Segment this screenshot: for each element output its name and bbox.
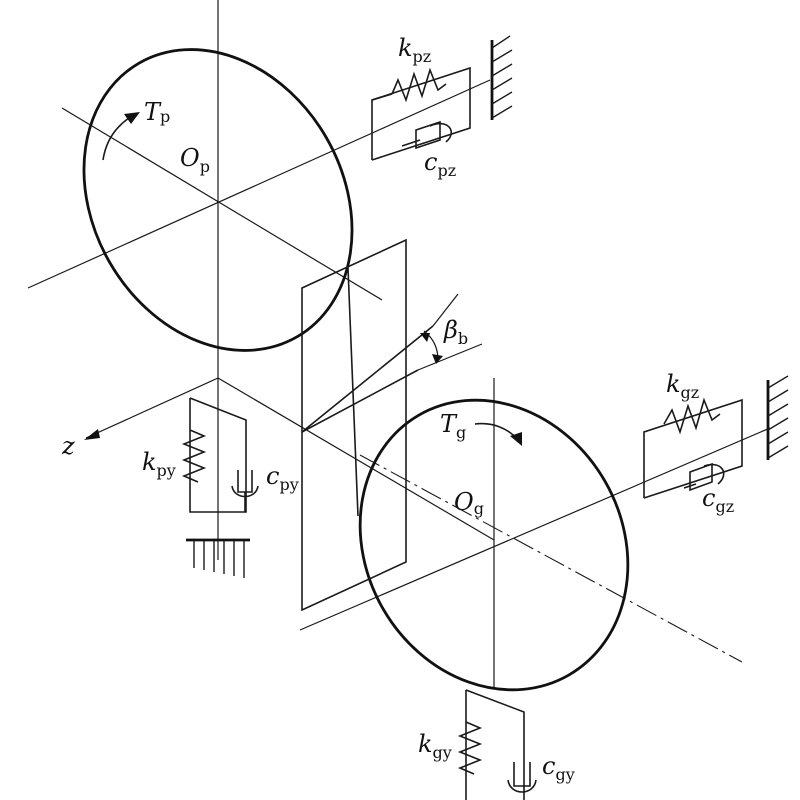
label-Op: Op — [180, 144, 210, 176]
torque-arrow-pinion — [102, 112, 140, 161]
label-Tg: Tg — [440, 410, 466, 442]
label-cpy: cpy — [266, 462, 299, 494]
svg-text:cgz: cgz — [702, 484, 734, 516]
helix-line-upper — [301, 325, 434, 433]
gear-disk — [358, 398, 630, 692]
svg-text:kgz: kgz — [666, 370, 699, 402]
z-axis — [84, 377, 495, 541]
svg-text:kgy: kgy — [418, 730, 452, 762]
label-z: z — [61, 432, 75, 460]
label-kpz: kpz — [398, 34, 431, 66]
svg-text:cpz: cpz — [424, 148, 456, 180]
gear-shaft-axis — [299, 427, 771, 631]
contact-line — [347, 267, 359, 517]
svg-text:βb: βb — [443, 316, 468, 348]
pinion-transverse-support — [181, 397, 259, 578]
label-cgy: cgy — [542, 752, 575, 784]
svg-text:kpy: kpy — [142, 448, 176, 480]
svg-text:z: z — [61, 432, 75, 460]
label-cgz: cgz — [702, 484, 734, 516]
svg-text:cgy: cgy — [542, 752, 575, 784]
gear-transverse-support — [457, 689, 537, 800]
gear-axes — [299, 378, 771, 688]
svg-text:cpy: cpy — [266, 462, 299, 494]
svg-text:kpz: kpz — [398, 34, 431, 66]
label-kpy: kpy — [142, 448, 176, 480]
torque-arrow-gear — [474, 422, 522, 446]
label-Og: Og — [454, 488, 484, 518]
label-beta-b: βb — [443, 316, 468, 348]
label-cpz: cpz — [424, 148, 456, 180]
pinion-axial-support — [371, 35, 513, 161]
helix-line-lower — [301, 369, 419, 433]
pinion-disk — [82, 48, 354, 352]
gear-axial-support — [643, 375, 789, 499]
label-Tp: Tp — [144, 98, 170, 126]
label-kgy: kgy — [418, 730, 452, 762]
gear-diagonal-axis — [359, 454, 743, 663]
svg-text:Tp: Tp — [144, 98, 170, 126]
pinion-diagonal-axis — [61, 107, 383, 301]
helix-angle-ref-line — [417, 343, 483, 371]
plane-of-action — [301, 238, 407, 612]
svg-text:Tg: Tg — [440, 410, 466, 442]
helix-angle-ext-line — [432, 293, 459, 327]
label-kgz: kgz — [666, 370, 699, 402]
svg-text:Og: Og — [454, 488, 484, 518]
svg-text:Op: Op — [180, 144, 210, 176]
